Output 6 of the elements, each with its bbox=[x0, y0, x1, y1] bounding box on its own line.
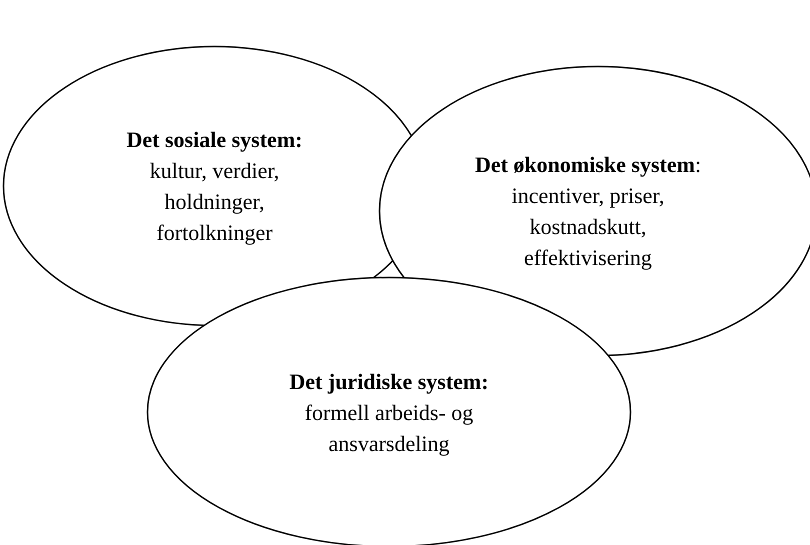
heading: Det juridiske system: bbox=[289, 368, 489, 396]
description: incentiver, priser, kostnadskutt, effektivisering bbox=[510, 182, 666, 272]
heading: Det sosiale system: bbox=[126, 126, 302, 154]
description: kultur, verdier, holdninger, fortolkninger bbox=[148, 157, 280, 247]
heading: Det økonomiske system: bbox=[474, 151, 702, 179]
description: formell arbeids- og ansvarsdeling bbox=[304, 398, 474, 458]
